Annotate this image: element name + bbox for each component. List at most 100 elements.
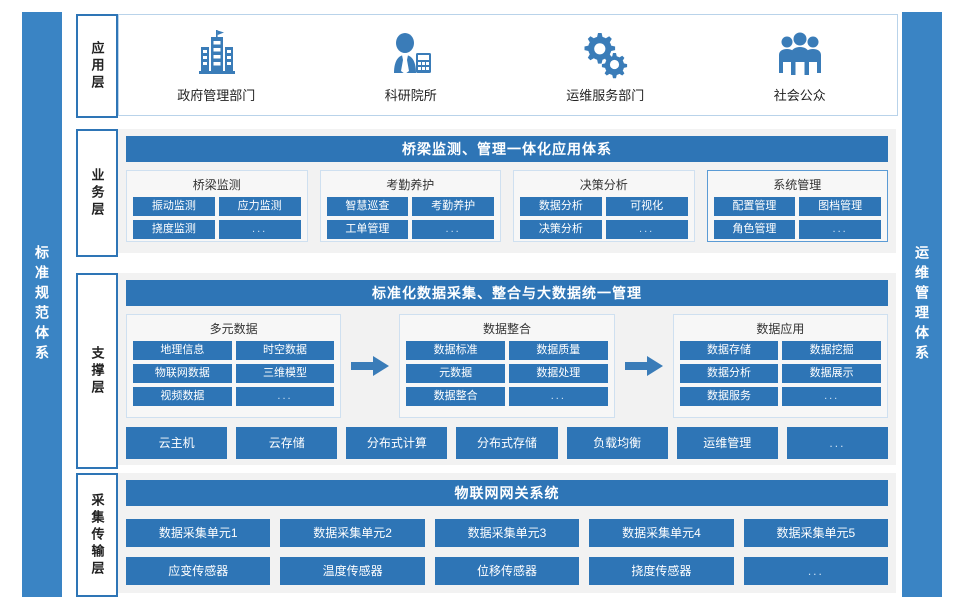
support-layer-panel: 标准化数据采集、整合与大数据统一管理 多元数据 地理信息 时空数据 物联网数据 …	[118, 273, 896, 465]
chip-metadata[interactable]: 元数据	[406, 364, 505, 383]
sensor-temperature[interactable]: 温度传感器	[280, 557, 425, 585]
chip-spatiotemporal-data[interactable]: 时空数据	[235, 341, 335, 360]
chip-data-analysis-support[interactable]: 数据分析	[679, 364, 779, 383]
right-pillar-label: 运维管理体系	[914, 244, 930, 365]
support-column-multi-source-data-title: 多元数据	[209, 322, 258, 336]
chip-attendance-maintenance-more[interactable]: ...	[412, 220, 494, 239]
business-group-attendance-maintenance-title: 考勤养护	[386, 178, 435, 192]
chip-stress-monitoring[interactable]: 应力监测	[218, 197, 301, 216]
business-group-bridge-monitoring-title: 桥梁监测	[192, 178, 241, 192]
left-pillar-standard-system: 标准规范体系	[22, 12, 62, 597]
layer-label-collection: 采集传输层	[76, 473, 118, 597]
chip-data-standard[interactable]: 数据标准	[406, 341, 505, 360]
business-group-system-management-title: 系统管理	[773, 178, 822, 192]
layer-label-application: 应用层	[76, 14, 118, 118]
business-group-system-management: 系统管理 配置管理 图档管理 角色管理 ...	[706, 170, 888, 242]
chip-data-presentation[interactable]: 数据展示	[782, 364, 881, 383]
chip-data-mining[interactable]: 数据挖掘	[782, 341, 881, 360]
support-layer-banner: 标准化数据采集、整合与大数据统一管理	[126, 280, 888, 306]
data-collection-unit-2[interactable]: 数据采集单元2	[280, 519, 425, 547]
app-item-ops-service[interactable]: 运维服务部门	[520, 27, 690, 104]
app-item-ops-service-label: 运维服务部门	[566, 87, 645, 103]
app-item-public-label: 社会公众	[773, 87, 826, 103]
chip-multi-source-data-more[interactable]: ...	[235, 387, 335, 406]
support-column-data-application: 数据应用 数据存储 数据挖掘 数据分析 数据展示 数据服务 ...	[672, 314, 888, 418]
sensor-more[interactable]: ...	[743, 557, 889, 585]
infra-more[interactable]: ...	[786, 427, 888, 459]
chip-data-application-more[interactable]: ...	[782, 387, 881, 406]
app-item-government[interactable]: 政府管理部门	[131, 27, 301, 104]
right-pillar-ops-system: 运维管理体系	[902, 12, 942, 597]
sensor-deflection[interactable]: 挠度传感器	[589, 557, 734, 585]
business-group-bridge-monitoring: 桥梁监测 振动监测 应力监测 挠度监测 ...	[126, 170, 308, 242]
infra-distributed-storage[interactable]: 分布式存储	[456, 427, 558, 459]
chip-system-management-more[interactable]: ...	[799, 220, 881, 239]
chip-bridge-monitoring-more[interactable]: ...	[218, 220, 301, 239]
chip-video-data[interactable]: 视频数据	[133, 387, 232, 406]
app-item-government-label: 政府管理部门	[177, 87, 256, 103]
chip-work-order-management[interactable]: 工单管理	[326, 220, 409, 239]
support-column-data-application-title: 数据应用	[756, 322, 805, 336]
infra-distributed-computing[interactable]: 分布式计算	[346, 427, 448, 459]
layer-label-application-text: 应用层	[89, 40, 105, 92]
support-column-data-integration-title: 数据整合	[482, 322, 531, 336]
chip-decision-analysis-more[interactable]: ...	[605, 220, 688, 239]
chip-deflection-monitoring[interactable]: 挠度监测	[133, 220, 215, 239]
people-group-icon	[775, 27, 825, 79]
sensor-displacement[interactable]: 位移传感器	[434, 557, 580, 585]
infra-ops-management[interactable]: 运维管理	[676, 427, 778, 459]
chip-geographic-information[interactable]: 地理信息	[133, 341, 232, 360]
support-column-multi-source-data: 多元数据 地理信息 时空数据 物联网数据 三维模型 视频数据 ...	[126, 314, 342, 418]
chip-data-storage[interactable]: 数据存储	[679, 341, 779, 360]
support-arrow-1	[341, 314, 399, 418]
chip-data-quality[interactable]: 数据质量	[508, 341, 608, 360]
researcher-person-icon	[388, 27, 434, 79]
left-pillar-label: 标准规范体系	[34, 244, 50, 365]
chip-smart-inspection[interactable]: 智慧巡查	[326, 197, 409, 216]
right-arrow-icon	[351, 356, 390, 376]
chip-data-processing[interactable]: 数据处理	[508, 364, 608, 383]
layer-label-support: 支撑层	[76, 273, 118, 469]
chip-config-management[interactable]: 配置管理	[713, 197, 796, 216]
gears-icon	[580, 27, 630, 79]
layer-label-business: 业务层	[76, 129, 118, 257]
collection-layer-banner: 物联网网关系统	[126, 480, 888, 506]
support-column-data-integration: 数据整合 数据标准 数据质量 元数据 数据处理 数据整合 ...	[399, 314, 615, 418]
data-collection-unit-4[interactable]: 数据采集单元4	[589, 519, 734, 547]
right-arrow-icon	[624, 356, 663, 376]
chip-data-integration-more[interactable]: ...	[508, 387, 608, 406]
layer-label-business-text: 业务层	[89, 167, 105, 219]
chip-decision-analysis[interactable]: 决策分析	[520, 220, 602, 239]
chip-role-management[interactable]: 角色管理	[713, 220, 796, 239]
collection-layer-panel: 物联网网关系统 数据采集单元1 数据采集单元2 数据采集单元3 数据采集单元4 …	[118, 473, 896, 593]
business-group-decision-analysis-title: 决策分析	[579, 178, 628, 192]
data-collection-unit-5[interactable]: 数据采集单元5	[743, 519, 889, 547]
chip-document-management[interactable]: 图档管理	[799, 197, 881, 216]
chip-data-service[interactable]: 数据服务	[679, 387, 779, 406]
app-item-public[interactable]: 社会公众	[715, 27, 885, 104]
infra-load-balancing[interactable]: 负载均衡	[566, 427, 668, 459]
infra-cloud-storage[interactable]: 云存储	[236, 427, 338, 459]
chip-vibration-monitoring[interactable]: 振动监测	[133, 197, 215, 216]
layer-label-collection-text: 采集传输层	[89, 492, 105, 578]
app-item-research[interactable]: 科研院所	[326, 27, 496, 104]
chip-3d-model[interactable]: 三维模型	[235, 364, 335, 383]
sensor-strain[interactable]: 应变传感器	[126, 557, 271, 585]
government-building-icon	[193, 27, 239, 79]
chip-data-integration[interactable]: 数据整合	[406, 387, 505, 406]
data-collection-unit-1[interactable]: 数据采集单元1	[126, 519, 271, 547]
chip-visualization[interactable]: 可视化	[605, 197, 688, 216]
chip-iot-data[interactable]: 物联网数据	[133, 364, 232, 383]
business-layer-banner: 桥梁监测、管理一体化应用体系	[126, 136, 888, 162]
chip-attendance-maintenance[interactable]: 考勤养护	[412, 197, 494, 216]
business-group-decision-analysis: 决策分析 数据分析 可视化 决策分析 ...	[513, 170, 695, 242]
support-arrow-2	[615, 314, 673, 418]
business-group-attendance-maintenance: 考勤养护 智慧巡查 考勤养护 工单管理 ...	[319, 170, 501, 242]
app-item-research-label: 科研院所	[384, 87, 437, 103]
data-collection-unit-3[interactable]: 数据采集单元3	[434, 519, 580, 547]
infra-cloud-host[interactable]: 云主机	[126, 427, 228, 459]
chip-data-analysis[interactable]: 数据分析	[520, 197, 602, 216]
layer-label-support-text: 支撑层	[89, 345, 105, 397]
business-layer-panel: 桥梁监测、管理一体化应用体系 桥梁监测 振动监测 应力监测 挠度监测 ... 考…	[118, 129, 896, 253]
